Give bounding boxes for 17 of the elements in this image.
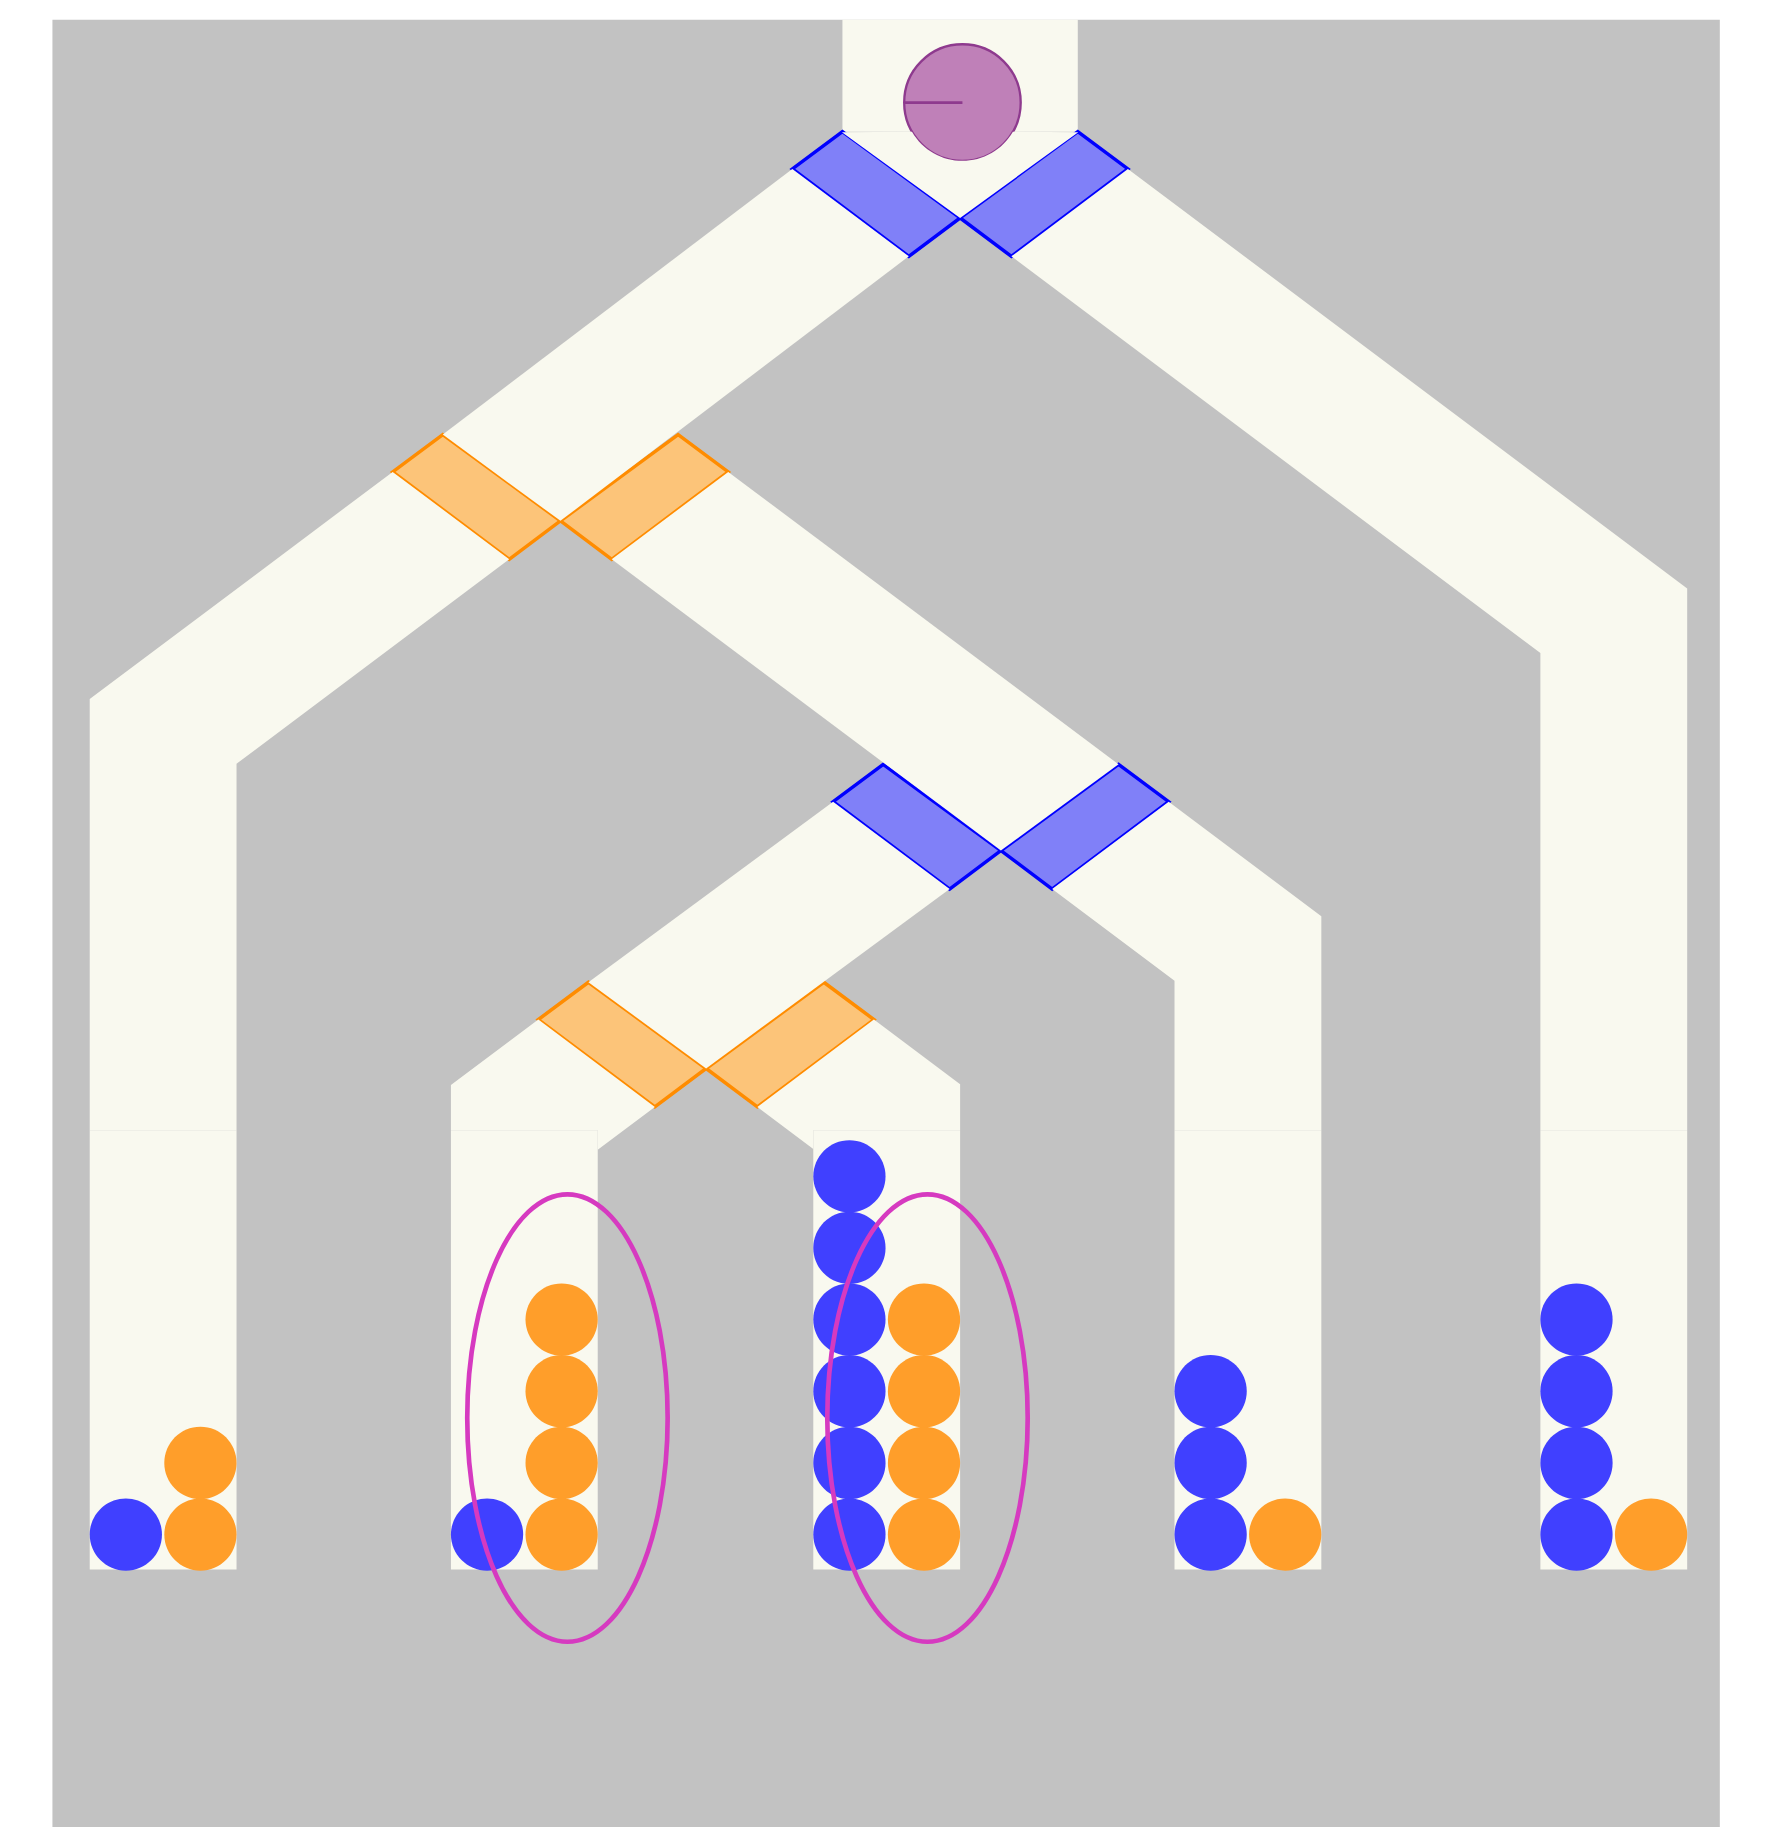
- ball-bin-drawing: [1540, 1130, 1688, 1571]
- source-drawing: [842, 19, 1079, 162]
- ball-bin-drawing: [451, 1130, 598, 1571]
- ball-bin-drawing: [1174, 1130, 1322, 1571]
- channel: [757, 1019, 961, 1149]
- channel: [443, 168, 910, 521]
- beam-splitter: [389, 432, 732, 562]
- beam-splitter: [789, 129, 1132, 259]
- channel: [842, 131, 1079, 218]
- ball-bin-drawing: [813, 1130, 961, 1571]
- channel: [89, 471, 510, 1131]
- channel: [588, 801, 950, 1069]
- channel: [611, 471, 1119, 851]
- channel: [451, 1019, 656, 1150]
- channel: [1052, 801, 1322, 1131]
- channel: [1011, 168, 1688, 1131]
- ball-bin-drawing: [89, 1130, 237, 1571]
